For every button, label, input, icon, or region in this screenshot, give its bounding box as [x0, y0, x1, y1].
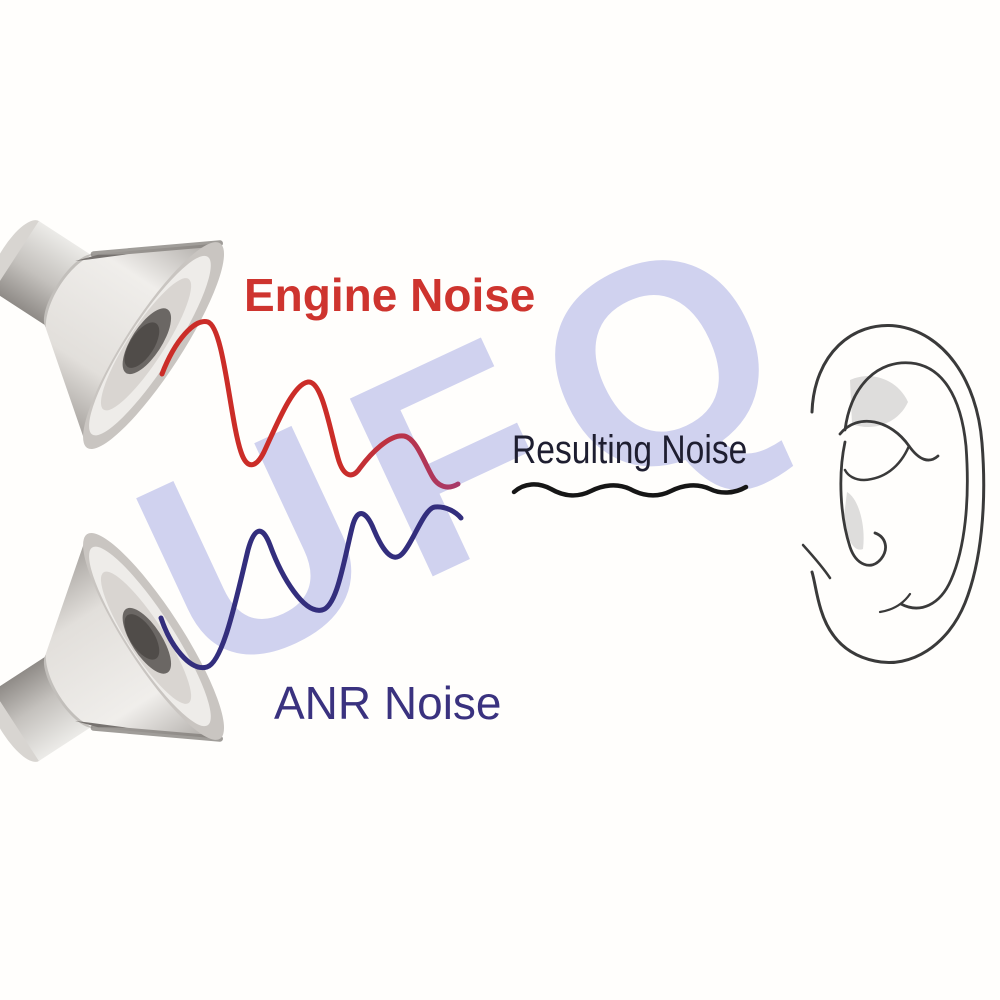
resulting-noise-wave	[511, 482, 749, 498]
anr-noise-label: ANR Noise	[274, 677, 502, 729]
speaker-icon	[0, 146, 243, 463]
speaker-icon	[0, 519, 243, 836]
ear-icon	[801, 324, 986, 664]
engine-noise-label: Engine Noise	[244, 269, 536, 321]
anr-noise-wave	[158, 504, 464, 671]
engine-noise-wave	[159, 319, 461, 490]
resulting-noise-label: Resulting Noise	[512, 428, 748, 472]
